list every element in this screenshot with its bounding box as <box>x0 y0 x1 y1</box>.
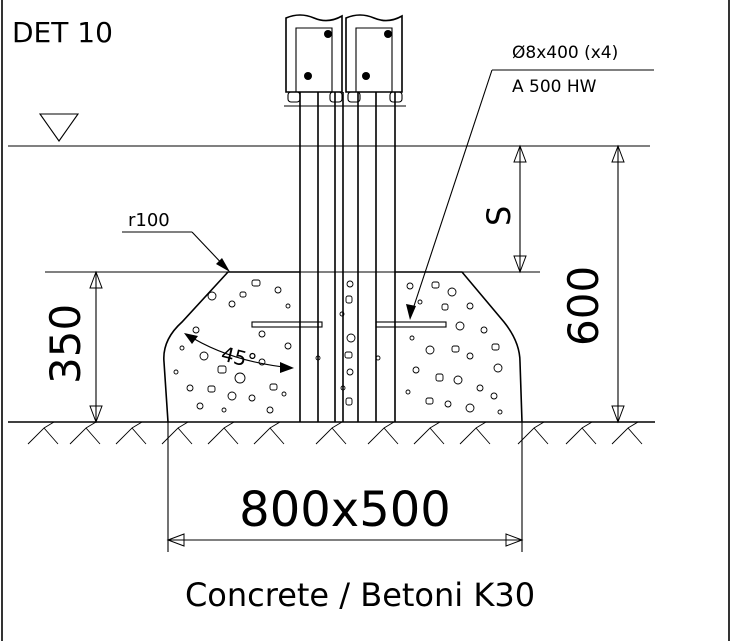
rebar-spec-label: Ø8x400 (x4) <box>512 43 618 63</box>
post-embed-dimension <box>611 144 625 424</box>
material-label: Concrete / Betoni K30 <box>185 576 535 614</box>
foundation-height-label: 350 <box>41 304 90 384</box>
radius-leader <box>122 231 230 272</box>
post-embed-label: 600 <box>559 266 608 346</box>
angle-label: 45° <box>219 342 259 374</box>
footing-size-label: 800x500 <box>239 482 451 538</box>
anchor-rebars <box>251 321 447 328</box>
depth-s-dimension <box>513 144 527 274</box>
soil-hatching <box>27 421 643 445</box>
concrete-footing <box>163 271 523 423</box>
foundation-height-dimension <box>89 270 103 424</box>
concrete-aggregate-pattern <box>173 279 503 415</box>
post-head-brackets <box>284 14 406 107</box>
water-level-symbol <box>38 113 80 142</box>
footing-size-dimension <box>166 422 524 552</box>
angle-arc <box>184 333 294 373</box>
rebar-grade-label: A 500 HW <box>512 77 597 97</box>
depth-s-label: S <box>480 206 518 226</box>
radius-label: r100 <box>128 210 170 231</box>
rebar-leader <box>406 69 654 320</box>
detail-title: DET 10 <box>12 16 113 49</box>
steel-posts <box>299 92 396 422</box>
